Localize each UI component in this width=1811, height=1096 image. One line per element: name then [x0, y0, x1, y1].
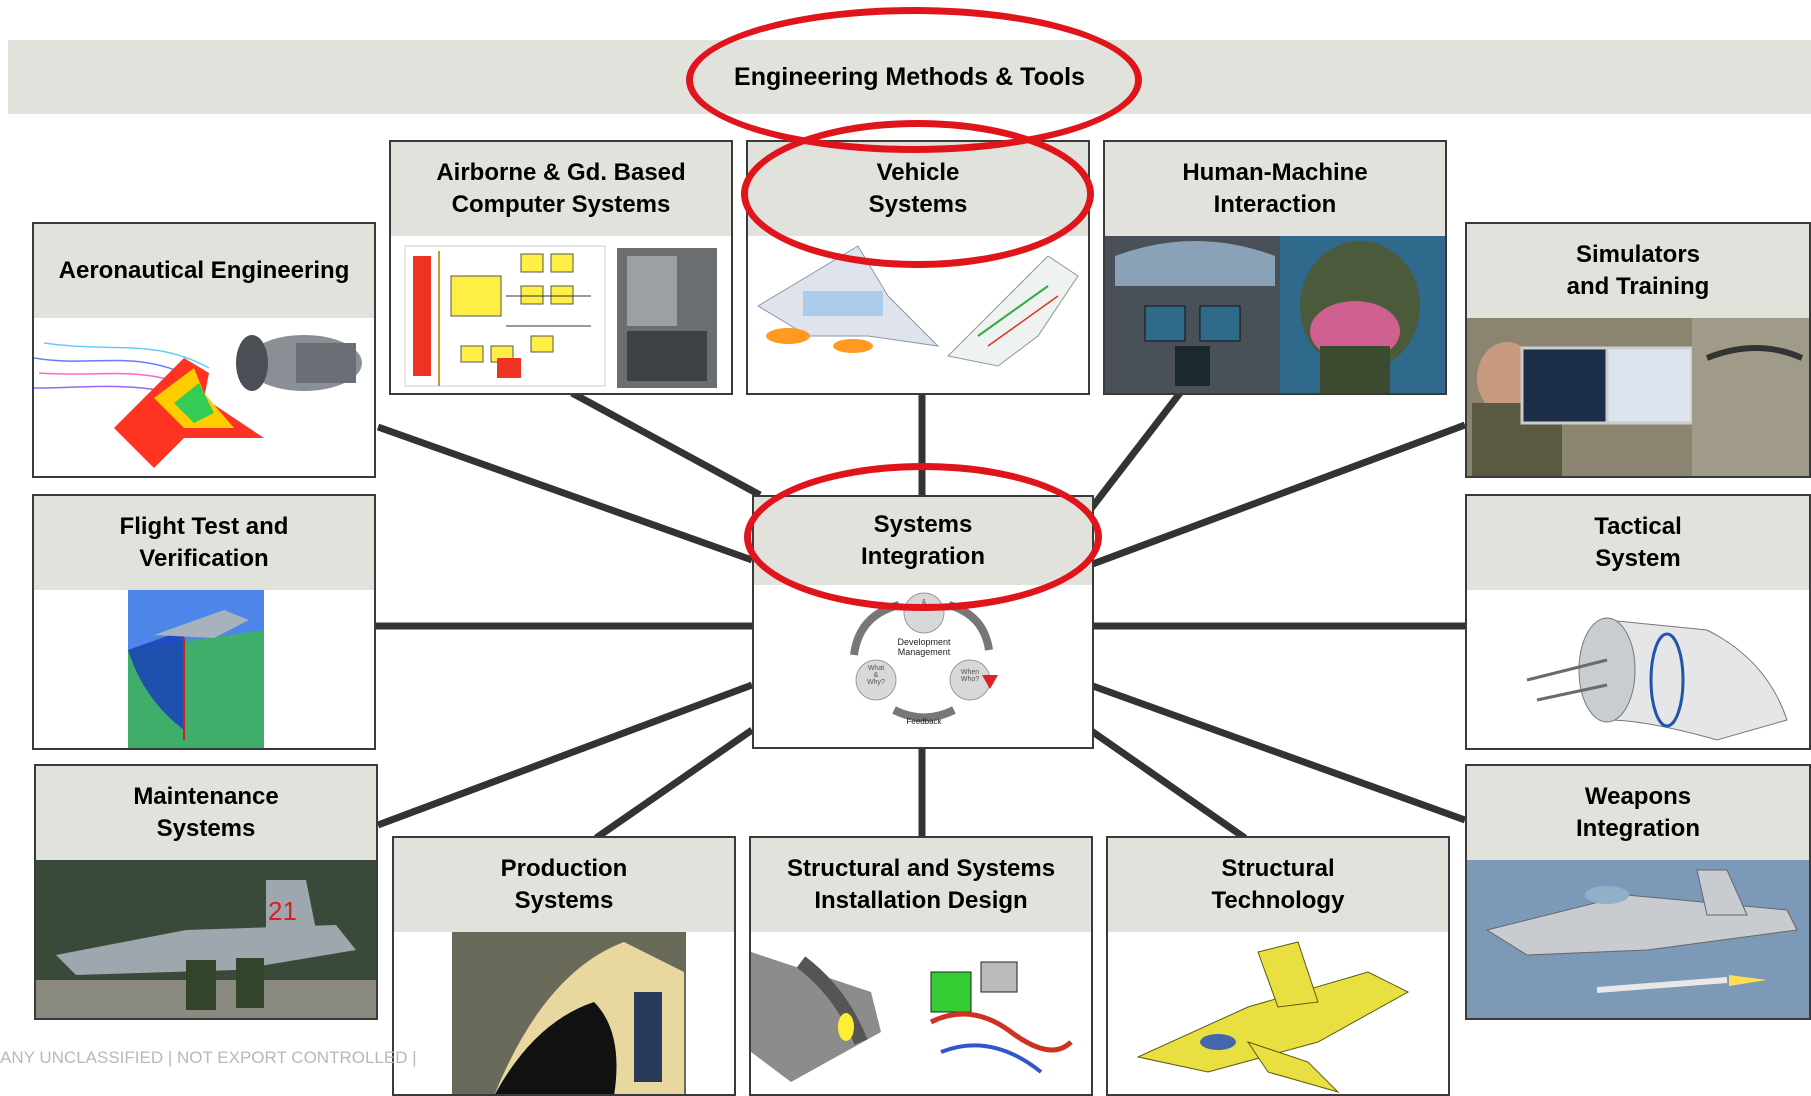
structural-tech-image: [1108, 932, 1448, 1094]
aircraft-number: 21: [268, 896, 297, 926]
link-prod: [594, 727, 754, 841]
cycle-left-label: What & Why?: [867, 665, 885, 686]
cycle-top-label: & How?: [915, 599, 933, 613]
node-structural-technology[interactable]: Structural Technology: [1106, 836, 1450, 1096]
node-structural-installation-design[interactable]: Structural and Systems Installation Desi…: [749, 836, 1093, 1096]
node-weapons-integration[interactable]: Weapons Integration: [1465, 764, 1811, 1020]
node-aeronautical-engineering[interactable]: Aeronautical Engineering: [32, 222, 376, 478]
node-systems-integration[interactable]: Systems Integration & How? Development M…: [752, 495, 1094, 749]
weapons-image: [1467, 860, 1809, 1018]
classification-footer: ANY UNCLASSIFIED | NOT EXPORT CONTROLLED…: [0, 1048, 417, 1067]
node-title: Maintenance Systems: [36, 766, 376, 860]
node-title: Weapons Integration: [1467, 766, 1809, 860]
link-sim: [1088, 421, 1467, 569]
node-human-machine-interaction[interactable]: Human-Machine Interaction: [1103, 140, 1447, 395]
node-title: Tactical System: [1467, 496, 1809, 590]
node-airborne-computer-systems[interactable]: Airborne & Gd. Based Computer Systems: [389, 140, 733, 395]
node-maintenance-systems[interactable]: Maintenance Systems 21: [34, 764, 378, 1020]
link-stech: [1087, 727, 1248, 841]
banner: [8, 40, 1811, 114]
node-vehicle-systems[interactable]: Vehicle Systems: [746, 140, 1090, 395]
node-title: Vehicle Systems: [748, 142, 1088, 236]
maintenance-image: 21: [36, 860, 376, 1018]
cycle-right-label: When Who?: [960, 669, 980, 683]
node-production-systems[interactable]: Production Systems: [392, 836, 736, 1096]
node-title: Simulators and Training: [1467, 224, 1809, 318]
cycle-middle-label: Development Management: [897, 637, 951, 657]
sim-image: [1467, 318, 1809, 476]
node-simulators-training[interactable]: Simulators and Training: [1465, 222, 1811, 478]
link-hmi: [1087, 390, 1183, 513]
cycle-bottom-label: Feedback: [906, 717, 942, 726]
aero-image: [34, 318, 374, 476]
node-title: Production Systems: [394, 838, 734, 932]
development-cycle-diagram: & How? Development Management When Who? …: [754, 585, 1092, 747]
link-aero: [376, 423, 754, 564]
structural-design-image: [751, 932, 1091, 1094]
airborne-image: [391, 236, 731, 393]
node-tactical-system[interactable]: Tactical System: [1465, 494, 1811, 750]
link-airborne: [570, 389, 762, 499]
link-maint: [376, 681, 754, 829]
node-title: Structural and Systems Installation Desi…: [751, 838, 1091, 932]
node-title: Flight Test and Verification: [34, 496, 374, 590]
node-title: Airborne & Gd. Based Computer Systems: [391, 142, 731, 236]
node-flight-test[interactable]: Flight Test and Verification: [32, 494, 376, 750]
vehicle-image: [748, 236, 1088, 393]
flight-image: [34, 590, 374, 748]
production-image: [394, 932, 734, 1094]
hmi-image: [1105, 236, 1445, 393]
node-title: Human-Machine Interaction: [1105, 142, 1445, 236]
node-title: Structural Technology: [1108, 838, 1448, 932]
center-title: Systems Integration: [754, 497, 1092, 585]
node-title: Aeronautical Engineering: [34, 224, 374, 318]
link-weapons: [1088, 681, 1467, 824]
banner-title: Engineering Methods & Tools: [734, 62, 1085, 91]
tactical-image: [1467, 590, 1809, 748]
